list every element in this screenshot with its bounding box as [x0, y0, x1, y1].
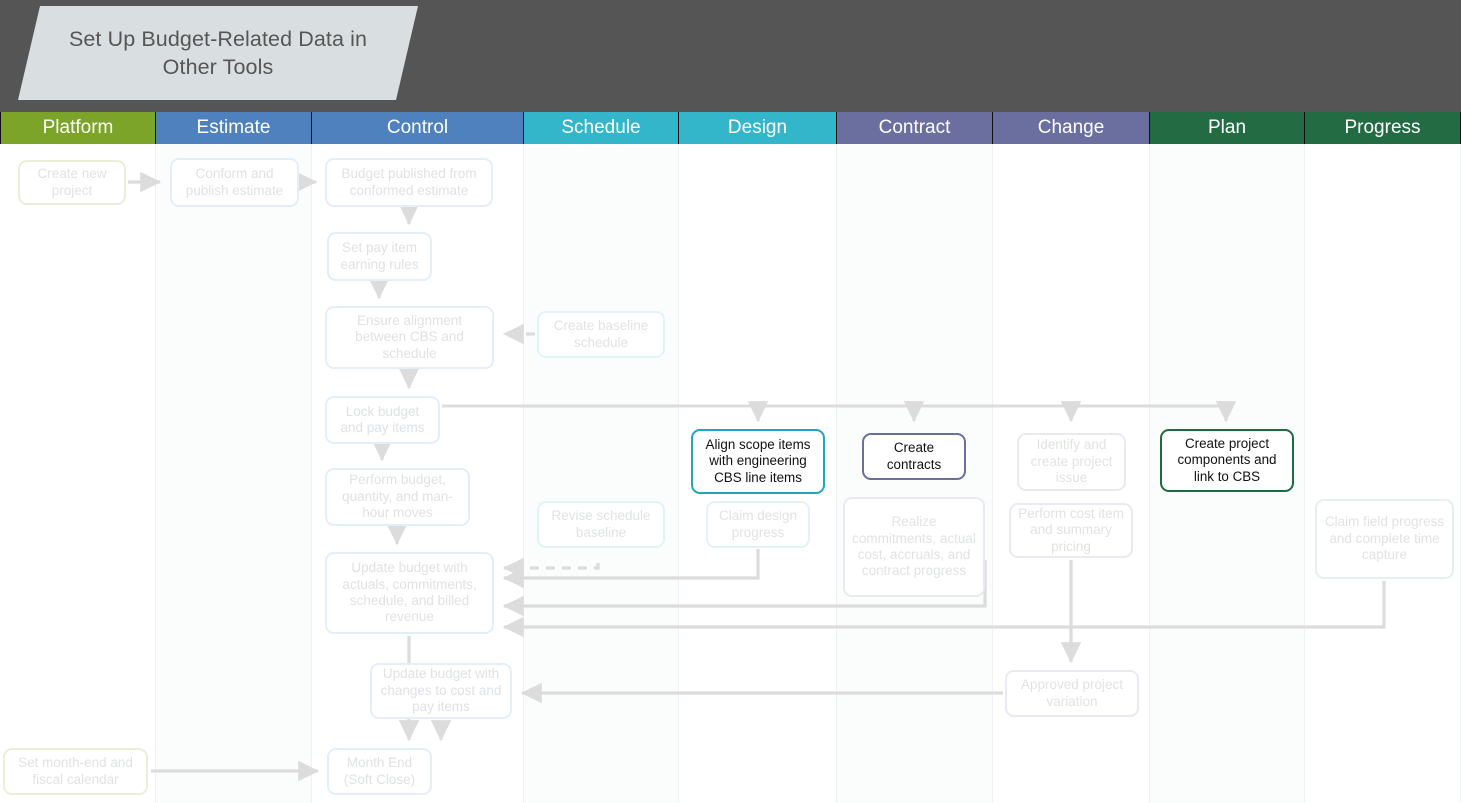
process-node-month-end-soft-close[interactable]: Month End (Soft Close) — [327, 748, 432, 795]
column-header-tabs: Platform Estimate Control Schedule Design Con… — [0, 112, 1461, 144]
banner-shape: Set Up Budget-Related Data in Other Tool… — [18, 6, 418, 100]
process-node-label: Create contracts — [886, 440, 942, 472]
process-node-label: Lock budget and pay items — [340, 403, 425, 435]
process-node-label: Realize commitments, actual cost, accrua… — [852, 514, 976, 579]
process-node-label: Perform cost item and summary pricing — [1018, 505, 1124, 554]
process-node-label: Set pay item earning rules — [340, 240, 419, 272]
column-tab-schedule[interactable]: Schedule — [524, 112, 679, 144]
column-tab-plan[interactable]: Plan — [1150, 112, 1305, 144]
swimlane-progress — [1305, 144, 1461, 803]
process-node-claim-design-progress[interactable]: Claim design progress — [706, 501, 810, 548]
process-node-ensure-alignment[interactable]: Ensure alignment between CBS and schedul… — [325, 306, 494, 369]
process-node-label: Claim field progress and complete time c… — [1324, 514, 1445, 563]
process-node-set-month-end-calendar[interactable]: Set month-end and fiscal calendar — [3, 748, 148, 795]
column-tab-control[interactable]: Control — [312, 112, 524, 144]
process-node-label: Create new project — [37, 166, 107, 198]
process-node-update-budget-changes[interactable]: Update budget with changes to cost and p… — [370, 663, 512, 719]
page-title: Set Up Budget-Related Data in Other Tool… — [68, 26, 368, 79]
process-node-align-scope-items[interactable]: Align scope items with engineering CBS l… — [691, 429, 825, 494]
process-node-label: Approved project variation — [1020, 677, 1124, 709]
process-node-create-contracts[interactable]: Create contracts — [862, 433, 966, 480]
column-tab-platform[interactable]: Platform — [0, 112, 156, 144]
process-node-perform-budget-moves[interactable]: Perform budget, quantity, and man-hour m… — [325, 468, 470, 526]
process-node-create-new-project[interactable]: Create new project — [18, 160, 126, 205]
process-node-create-project-components[interactable]: Create project components and link to CB… — [1160, 429, 1294, 492]
process-node-label: Create project components and link to CB… — [1177, 435, 1277, 484]
process-node-label: Month End (Soft Close) — [343, 755, 416, 787]
process-node-claim-field-progress[interactable]: Claim field progress and complete time c… — [1315, 499, 1454, 579]
banner-background: Set Up Budget-Related Data in Other Tool… — [0, 0, 1461, 112]
process-node-label: Perform budget, quantity, and man-hour m… — [342, 472, 453, 521]
process-node-create-baseline-schedule[interactable]: Create baseline schedule — [537, 311, 665, 358]
process-node-label: Ensure alignment between CBS and schedul… — [355, 312, 464, 361]
column-tab-label: Design — [727, 117, 788, 138]
process-node-approved-project-variation[interactable]: Approved project variation — [1005, 670, 1139, 717]
process-node-label: Identify and create project issue — [1030, 437, 1113, 486]
process-node-label: Set month-end and fiscal calendar — [18, 755, 133, 787]
process-node-update-budget-actuals[interactable]: Update budget with actuals, commitments,… — [325, 552, 494, 634]
column-tab-label: Plan — [1207, 117, 1247, 138]
process-node-budget-published[interactable]: Budget published from conformed estimate — [325, 158, 493, 207]
column-tab-label: Schedule — [561, 117, 641, 138]
column-tab-label: Change — [1037, 117, 1105, 138]
column-tab-progress[interactable]: Progress — [1305, 112, 1461, 144]
column-tab-change[interactable]: Change — [993, 112, 1150, 144]
process-node-label: Align scope items with engineering CBS l… — [705, 436, 811, 485]
column-tab-label: Platform — [42, 117, 114, 138]
process-node-revise-schedule-baseline[interactable]: Revise schedule baseline — [537, 501, 665, 548]
column-tab-estimate[interactable]: Estimate — [156, 112, 312, 144]
swimlane-estimate — [156, 144, 312, 803]
process-node-set-pay-item-rules[interactable]: Set pay item earning rules — [327, 232, 432, 281]
process-node-label: Conform and publish estimate — [185, 166, 284, 198]
swimlane-schedule — [524, 144, 679, 803]
column-tab-design[interactable]: Design — [679, 112, 837, 144]
swimlane-platform — [0, 144, 156, 803]
process-node-label: Update budget with changes to cost and p… — [380, 666, 502, 715]
column-tab-contract[interactable]: Contract — [837, 112, 993, 144]
process-node-label: Create baseline schedule — [553, 318, 649, 350]
process-node-realize-commitments[interactable]: Realize commitments, actual cost, accrua… — [843, 497, 985, 597]
column-tab-label: Contract — [878, 117, 951, 138]
process-node-lock-budget[interactable]: Lock budget and pay items — [325, 396, 440, 444]
process-node-label: Revise schedule baseline — [551, 508, 651, 540]
process-node-label: Budget published from conformed estimate — [341, 166, 477, 198]
process-node-identify-create-issue[interactable]: Identify and create project issue — [1017, 433, 1126, 491]
process-node-label: Update budget with actuals, commitments,… — [342, 560, 477, 625]
process-node-conform-publish-estimate[interactable]: Conform and publish estimate — [170, 158, 299, 207]
process-node-perform-cost-item-pricing[interactable]: Perform cost item and summary pricing — [1009, 503, 1133, 558]
column-tab-label: Control — [386, 117, 449, 138]
process-node-label: Claim design progress — [718, 508, 798, 540]
column-tab-label: Progress — [1344, 117, 1421, 138]
column-tab-label: Estimate — [196, 117, 271, 138]
